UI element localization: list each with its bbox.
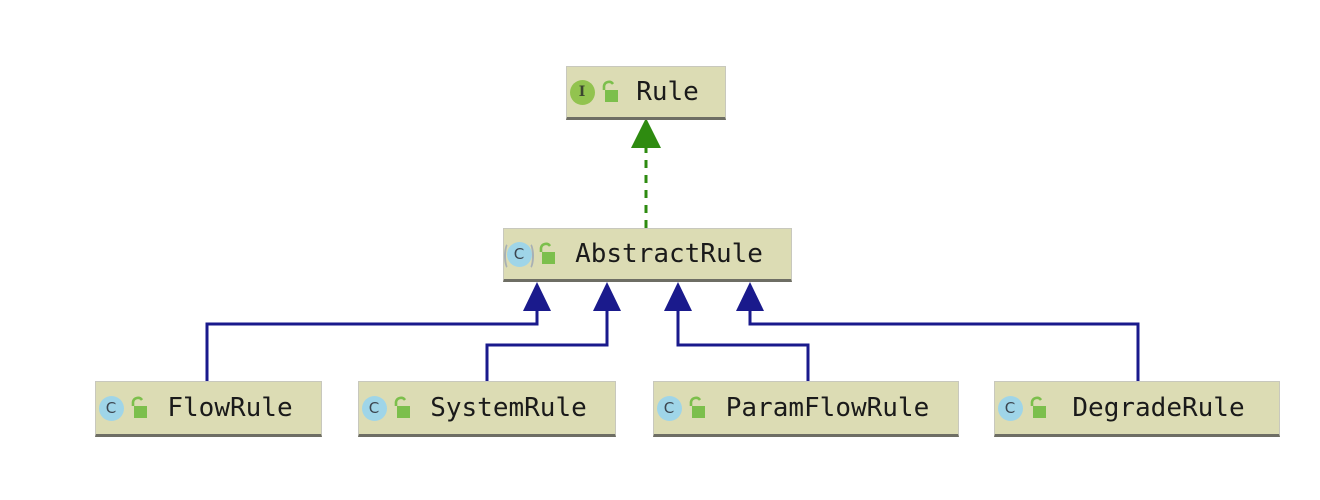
unlock-icon <box>539 242 555 264</box>
node-icon-group: C <box>995 393 1048 423</box>
edge-abstractrule-implements-rule <box>631 118 661 228</box>
node-system-rule[interactable]: C SystemRule <box>358 381 616 437</box>
extends-arrowhead <box>664 282 692 311</box>
extends-line <box>205 305 539 381</box>
extends-line <box>676 305 810 381</box>
unlock-icon <box>394 396 410 418</box>
class-icon-letter: C <box>656 395 682 421</box>
node-label-system-rule: SystemRule <box>430 393 587 423</box>
class-icon-letter: C <box>98 395 124 421</box>
node-param-flow-rule[interactable]: C ParamFlowRule <box>653 381 959 437</box>
interface-icon: I <box>567 77 597 107</box>
extends-arrowhead <box>523 282 551 311</box>
class-icon-letter: C <box>997 395 1023 421</box>
node-icon-group: C <box>654 393 707 423</box>
node-degrade-rule[interactable]: C DegradeRule <box>994 381 1280 437</box>
extends-line <box>485 305 609 381</box>
extends-arrowhead <box>593 282 621 311</box>
class-icon: C <box>995 393 1025 423</box>
unlock-icon <box>1030 396 1046 418</box>
edge-systemrule-extends-abstractrule <box>485 282 621 381</box>
class-icon-letter: C <box>361 395 387 421</box>
edge-flowrule-extends-abstractrule <box>205 282 551 381</box>
unlock-icon <box>602 80 618 102</box>
abstract-marker-right <box>524 242 534 270</box>
unlock-icon <box>131 396 147 418</box>
extends-arrowhead <box>736 282 764 311</box>
implements-arrowhead <box>631 118 661 148</box>
node-label-param-flow-rule: ParamFlowRule <box>725 393 930 423</box>
node-rule[interactable]: I Rule <box>566 66 726 120</box>
edge-paramflowrule-extends-abstractrule <box>664 282 810 381</box>
node-icon-group: C <box>504 239 557 270</box>
extends-line <box>748 305 1140 381</box>
class-icon: C <box>654 393 684 423</box>
unlock-icon <box>689 396 705 418</box>
abstract-marker-left <box>504 242 514 270</box>
class-icon: C <box>359 393 389 423</box>
abstract-class-icon: C <box>504 239 534 270</box>
interface-icon-letter: I <box>569 79 595 105</box>
node-icon-group: C <box>359 393 412 423</box>
node-label-flow-rule: FlowRule <box>167 393 293 423</box>
node-abstract-rule[interactable]: C AbstractRule <box>503 228 792 282</box>
node-label-rule: Rule <box>636 77 699 107</box>
node-label-abstract-rule: AbstractRule <box>575 239 763 269</box>
class-icon: C <box>96 393 126 423</box>
node-icon-group: C <box>96 393 149 423</box>
edge-degraderule-extends-abstractrule <box>736 282 1140 381</box>
node-icon-group: I <box>567 77 620 107</box>
node-flow-rule[interactable]: C FlowRule <box>95 381 322 437</box>
node-label-degrade-rule: DegradeRule <box>1072 393 1245 423</box>
